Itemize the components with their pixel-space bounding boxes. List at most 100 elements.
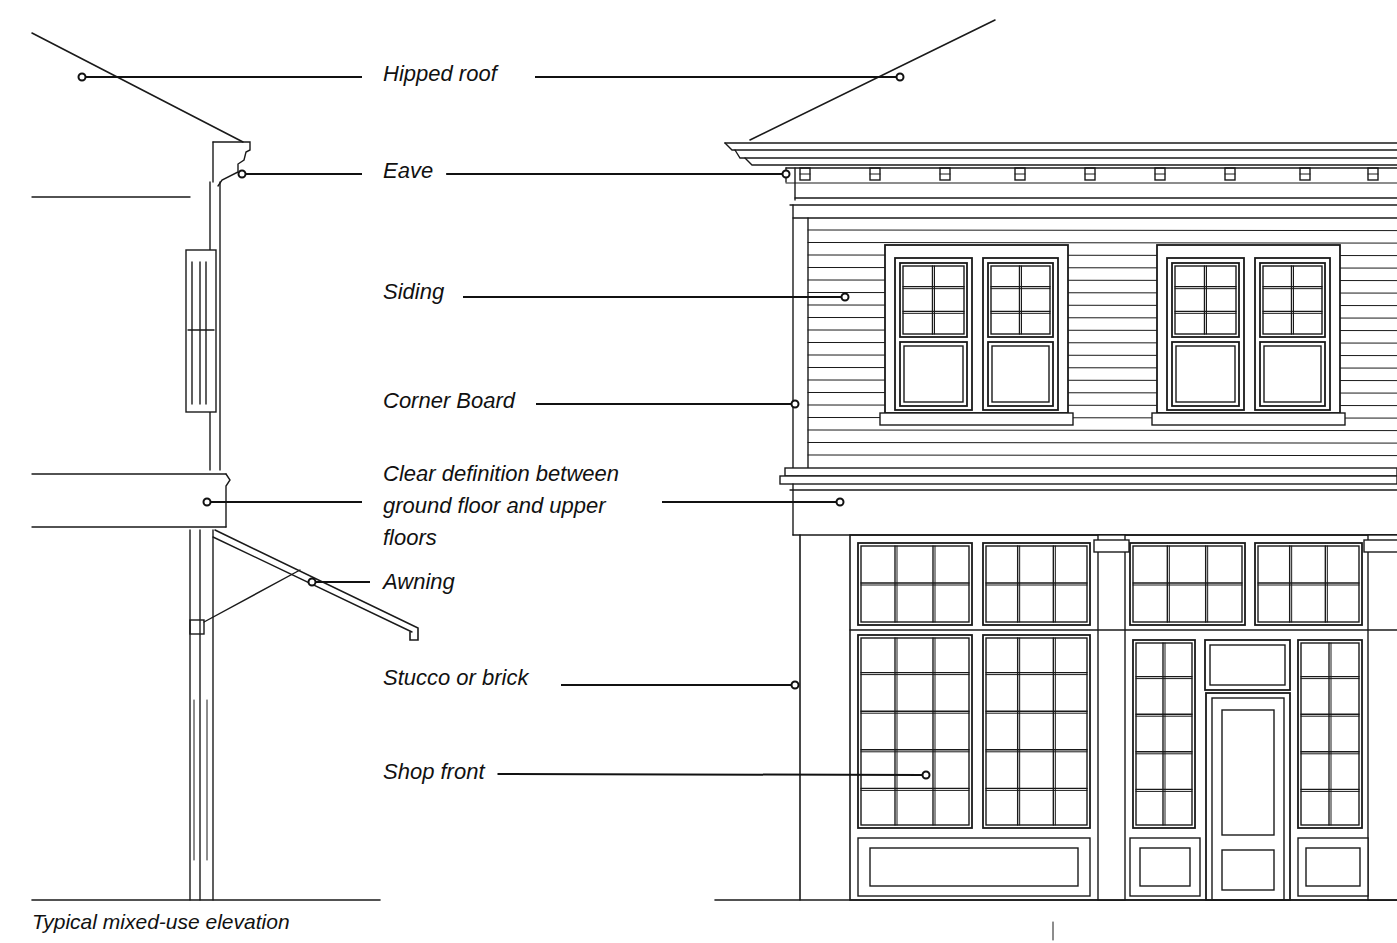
drawing-line [799, 535, 801, 900]
drawing-line [808, 430, 1397, 432]
leader-dot [837, 499, 844, 506]
drawing-line [1019, 266, 1020, 334]
drawing-line [205, 262, 206, 404]
leader-dot [923, 772, 930, 779]
drawing-line [1017, 546, 1018, 622]
drawing-line [861, 582, 969, 583]
drawing-rect [1258, 546, 1359, 622]
drawing-line [932, 546, 933, 622]
drawing-rect [858, 838, 1090, 896]
drawing-rect [1255, 543, 1362, 625]
drawing-line [932, 266, 933, 334]
drawing-line [940, 174, 950, 175]
drawing-line [1331, 643, 1332, 825]
drawing-rect [904, 346, 963, 402]
drawing-line [1175, 286, 1236, 287]
drawing-rect [903, 266, 964, 334]
drawing-line [808, 242, 1397, 244]
drawing-rect [1301, 643, 1359, 825]
drawing-line [861, 713, 969, 714]
drawing-line [793, 217, 1397, 218]
part-label: Stucco or brick [380, 662, 532, 694]
drawing-line [1300, 174, 1310, 175]
drawing-line [199, 262, 200, 404]
drawing-line [1301, 716, 1359, 717]
drawing-line [1169, 546, 1170, 622]
drawing-line [792, 205, 793, 470]
drawing-line [1136, 751, 1192, 752]
drawing-line [212, 142, 213, 182]
leader-line [463, 296, 841, 298]
drawing-line [1291, 266, 1292, 334]
drawing-line [861, 711, 969, 712]
drawing-line [1155, 174, 1165, 175]
drawing-rect [1133, 546, 1242, 622]
drawing-line [991, 313, 1050, 314]
leader-line [316, 581, 370, 583]
part-label: Corner Board [380, 385, 518, 417]
drawing-line [1136, 789, 1192, 790]
drawing-rect [1136, 643, 1192, 825]
drawing-rect [1212, 698, 1284, 900]
drawing-line [1019, 638, 1020, 825]
drawing-line [199, 530, 200, 900]
drawing-rect [1172, 342, 1239, 406]
drawing-line [194, 700, 195, 860]
leader-line [561, 684, 791, 686]
drawing-line [1085, 174, 1095, 175]
drawing-line [1165, 643, 1166, 825]
drawing-rect [1133, 640, 1195, 828]
drawing-line [903, 311, 964, 312]
drawing-rect [800, 168, 810, 180]
drawing-line [795, 197, 1397, 198]
drawing-line [1136, 716, 1192, 717]
drawing-path [213, 142, 250, 186]
drawing-line [934, 266, 935, 334]
leader-dot [783, 171, 790, 178]
drawing-line [188, 329, 214, 330]
drawing-rect [1167, 258, 1244, 410]
leader-dot [79, 74, 86, 81]
drawing-line [1167, 546, 1168, 622]
drawing-line [861, 585, 969, 586]
drawing-line [207, 700, 208, 860]
drawing-rect [900, 263, 967, 337]
drawing-rect [1155, 168, 1165, 180]
drawing-rect [900, 342, 967, 406]
drawing-line [725, 142, 1397, 144]
drawing-line [32, 899, 380, 901]
leader-line [535, 76, 896, 78]
drawing-line [1206, 266, 1207, 334]
drawing-path [226, 474, 230, 527]
drawing-line [808, 230, 1397, 232]
drawing-line [786, 183, 1397, 184]
drawing-line [1301, 676, 1359, 677]
drawing-rect [988, 263, 1053, 337]
drawing-line [986, 672, 1087, 673]
drawing-line [903, 286, 964, 287]
drawing-rect [1306, 848, 1360, 886]
drawing-line [861, 788, 969, 789]
drawing-line [1325, 546, 1326, 622]
drawing-rect [1172, 263, 1239, 337]
drawing-line [1055, 638, 1056, 825]
drawing-line [1301, 791, 1359, 792]
drawing-line [894, 546, 895, 622]
drawing-line [1136, 753, 1192, 754]
drawing-line [807, 218, 808, 470]
drawing-line [1225, 174, 1235, 175]
drawing-line [1258, 585, 1359, 586]
drawing-line [1136, 714, 1192, 715]
drawing-rect [1094, 540, 1129, 552]
drawing-rect [1222, 710, 1274, 835]
drawing-line [1368, 174, 1378, 175]
drawing-line [991, 288, 1050, 289]
drawing-line [808, 442, 1397, 444]
drawing-rect [1152, 413, 1345, 425]
drawing-rect [1368, 168, 1378, 180]
drawing-line [1019, 546, 1020, 622]
drawing-rect [1263, 266, 1322, 334]
drawing-line [1136, 791, 1192, 792]
drawing-path [750, 20, 995, 140]
